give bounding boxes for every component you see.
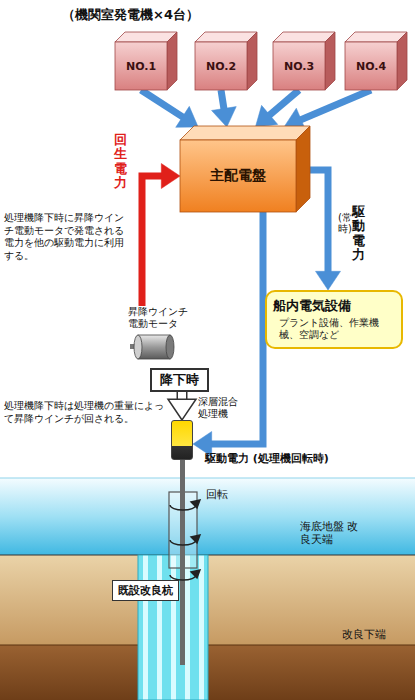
arrow-connector bbox=[193, 212, 263, 457]
sea-surface bbox=[0, 478, 415, 479]
arrow-connector bbox=[284, 90, 371, 131]
generator-box: NO.4 bbox=[345, 32, 407, 90]
edge-label: 駆動電力 bbox=[352, 205, 365, 262]
arrow-line bbox=[142, 176, 162, 306]
switchboard-box: 主配電盤 bbox=[180, 126, 310, 212]
mixing-machine: 深層混合 処理機 bbox=[171, 420, 193, 460]
generator-box: NO.2 bbox=[195, 32, 257, 90]
motor-cylinder bbox=[128, 332, 180, 362]
arrow-connector bbox=[212, 90, 237, 127]
node-text: 既設改良杭 bbox=[118, 584, 173, 597]
arrow-connector bbox=[310, 170, 341, 290]
generator-box: NO.3 bbox=[273, 32, 335, 90]
edge-label: 回生電力 bbox=[114, 133, 127, 190]
descent-box: 降下時 bbox=[150, 368, 209, 392]
arrow-line bbox=[300, 90, 371, 120]
rotation-rod bbox=[180, 458, 185, 665]
node-text: プラント設備、作業機械、空調など bbox=[273, 317, 395, 342]
pile-label-box: 既設改良杭 bbox=[112, 580, 179, 601]
arrow-head bbox=[161, 164, 180, 189]
note-text: 処理機降下時は処理機の重量によって昇降ウインチが回される。 bbox=[4, 400, 172, 425]
rotation-label: 回転 bbox=[206, 488, 228, 501]
node-text: 降下時 bbox=[160, 372, 199, 387]
node-text: 船内電気設備 bbox=[273, 297, 395, 315]
level-label: 改良下端 bbox=[342, 628, 386, 641]
node-text: NO.3 bbox=[284, 60, 314, 73]
edge-label: 駆動電力 (処理機回転時) bbox=[205, 452, 329, 466]
node-text: 主配電盤 bbox=[210, 167, 266, 185]
edge-note: (常時) bbox=[338, 212, 348, 234]
note-text: 処理機降下時に昇降ウインチ電動モータで発電される電力を他の駆動電力に利用する。 bbox=[4, 212, 126, 262]
arrow-connector bbox=[142, 164, 180, 307]
node-text: NO.4 bbox=[356, 60, 386, 73]
arrow-head bbox=[212, 107, 237, 127]
arrow-head bbox=[176, 106, 198, 127]
diagram-title: （機関室発電機×4台） bbox=[62, 6, 199, 24]
level-label: 海底地盤 改良天端 bbox=[300, 520, 360, 546]
node-text: NO.1 bbox=[126, 60, 156, 73]
arrow-line bbox=[310, 170, 328, 272]
arrow-connector bbox=[141, 90, 198, 127]
equipment-box: 船内電気設備プラント設備、作業機械、空調など bbox=[265, 290, 403, 349]
rotation-arrows bbox=[170, 500, 200, 580]
arrow-head bbox=[168, 399, 196, 420]
node-text: 昇降ウインチ 電動モータ bbox=[128, 306, 200, 330]
node-text: 深層混合 処理機 bbox=[198, 396, 242, 420]
arrow-head bbox=[316, 271, 341, 290]
generator-box: NO.1 bbox=[115, 32, 177, 90]
arrow-connector bbox=[168, 392, 196, 420]
arrow-line bbox=[141, 90, 183, 117]
arrow-head bbox=[255, 105, 277, 127]
arrow-line bbox=[221, 90, 224, 110]
node-text: NO.2 bbox=[206, 60, 236, 73]
existing-piles bbox=[138, 555, 208, 700]
sea-water bbox=[0, 478, 415, 555]
winch-motor: 昇降ウインチ 電動モータ bbox=[128, 306, 200, 362]
